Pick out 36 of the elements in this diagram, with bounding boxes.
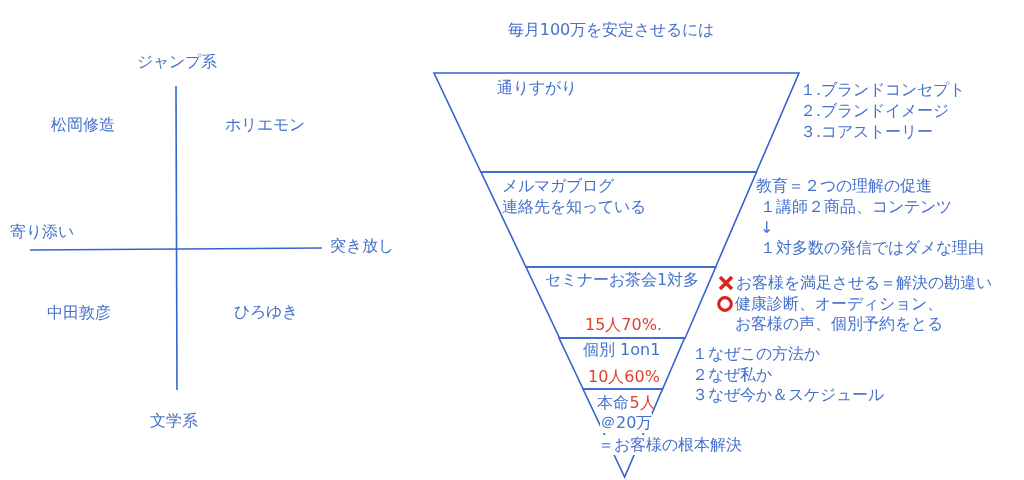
annotation-text: １.ブランドコンセプト <box>800 80 966 100</box>
funnel-tier <box>480 172 757 267</box>
diagram-title: 毎月100万を安定させるには <box>507 20 715 40</box>
direction-arrow: ↓ <box>760 218 774 238</box>
annotation-text: １対多数の発信ではダメな理由 <box>760 238 984 258</box>
axis-label: 文学系 <box>150 411 198 431</box>
tier-label: ＠20万 <box>600 413 653 433</box>
annotation-text: ３.コアストーリー <box>800 122 934 142</box>
quadrant-label: ホリエモン <box>225 115 305 135</box>
tier-label: ＝お客様の根本解決 <box>598 435 742 455</box>
tier-label: 個別 1on1 <box>583 340 661 360</box>
annotation-text: ２.ブランドイメージ <box>800 101 950 121</box>
axis-label: ジャンプ系 <box>137 52 217 72</box>
funnel-tier <box>525 267 716 338</box>
annotation-text: ３なぜ今か＆スケジュール <box>692 385 884 405</box>
tier-label: メルマガブログ <box>502 176 614 196</box>
annotation-text: ２なぜ私か <box>692 365 772 385</box>
annotation-text: 健康診断、オーディション、お客様の声、個別予約をとる <box>735 294 944 334</box>
funnel-tier <box>559 338 685 389</box>
annotation-text: １講師２商品、コンテンツ <box>760 197 952 217</box>
annotation-text: 教育＝２つの理解の促進 <box>756 176 932 196</box>
quadrant-label: 松岡修造 <box>51 115 115 135</box>
annotation-text: １なぜこの方法か <box>692 344 820 364</box>
tier-figure: 15人70%. <box>585 315 662 335</box>
funnel-tier <box>434 73 799 172</box>
tier-figure: 5人 <box>629 393 656 413</box>
annotation-text: お客様を満足させる＝解決の勘違い <box>736 273 992 293</box>
quadrant-label: 中田敦彦 <box>47 303 111 323</box>
tier-label: 連絡先を知っている <box>502 197 646 217</box>
tier-label: 通りすがり <box>497 78 577 98</box>
tier-label: 本命 <box>597 393 629 413</box>
tier-figure: 10人60% <box>588 367 660 387</box>
quadrant-label: ひろゆき <box>234 302 298 322</box>
axis-label: 寄り添い <box>10 222 74 242</box>
tier-label: セミナーお茶会1対多 <box>545 270 700 290</box>
axis-label: 突き放し <box>330 236 394 256</box>
